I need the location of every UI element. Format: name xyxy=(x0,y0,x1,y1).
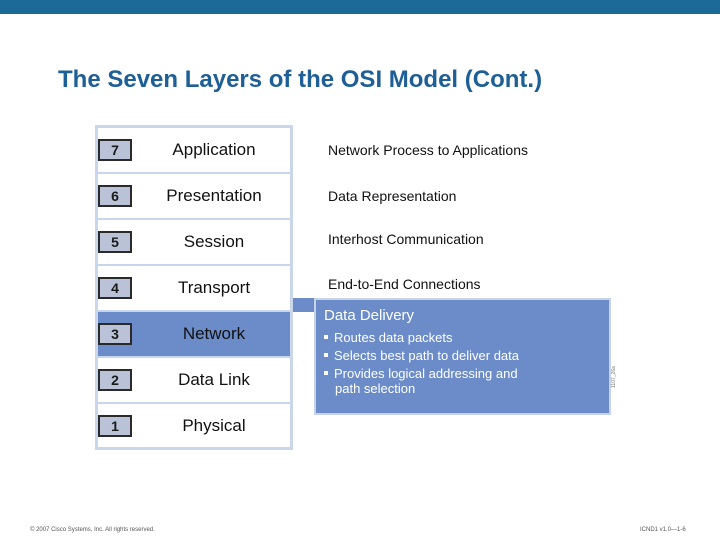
top-bar xyxy=(0,0,720,14)
layer-number-7: 7 xyxy=(98,139,132,161)
layer-number-2: 2 xyxy=(98,369,132,391)
layer-name-presentation: Presentation xyxy=(166,186,262,205)
network-layer-detail-box: Data Delivery Routes data packets Select… xyxy=(314,298,611,415)
highlight-connector xyxy=(293,298,315,312)
detail-box-title: Data Delivery xyxy=(324,307,415,324)
layer-name-network: Network xyxy=(182,324,246,343)
osi-layer-stack: 7 Application 6 Presentation 5 Session 4… xyxy=(95,125,293,450)
layer-name-physical: Physical xyxy=(182,416,246,435)
layer-row-2: 2 Data Link xyxy=(98,358,290,404)
layer-row-3-highlighted: 3 Network xyxy=(98,312,290,358)
layer-number-4: 4 xyxy=(98,277,132,299)
layer-row-7: 7 Application xyxy=(98,128,290,174)
description-session: Interhost Communication xyxy=(328,231,484,247)
detail-bullet-2: Selects best path to deliver data xyxy=(324,348,519,363)
description-application: Network Process to Applications xyxy=(328,142,528,158)
copyright-footer: © 2007 Cisco Systems, Inc. All rights re… xyxy=(30,527,155,533)
layer-name-data-link: Data Link xyxy=(178,370,250,389)
layer-name-transport: Transport xyxy=(177,278,251,297)
slide-title: The Seven Layers of the OSI Model (Cont.… xyxy=(58,66,543,93)
layer-number-5: 5 xyxy=(98,231,132,253)
layer-row-4: 4 Transport xyxy=(98,266,290,312)
figure-code: 1107_26a xyxy=(611,366,617,388)
slide-number-footer: ICND1 v1.0—1-6 xyxy=(640,527,686,533)
layer-name-session: Session xyxy=(183,232,245,251)
description-transport: End-to-End Connections xyxy=(328,276,481,292)
detail-bullet-3: Provides logical addressing and xyxy=(324,366,518,381)
layer-number-1: 1 xyxy=(98,415,132,437)
layer-row-5: 5 Session xyxy=(98,220,290,266)
layer-row-6: 6 Presentation xyxy=(98,174,290,220)
description-presentation: Data Representation xyxy=(328,188,457,204)
bullet-square-icon xyxy=(324,334,328,339)
layer-number-6: 6 xyxy=(98,185,132,207)
detail-bullet-1: Routes data packets xyxy=(324,330,453,345)
layer-number-3: 3 xyxy=(98,323,132,345)
layer-row-1: 1 Physical xyxy=(98,404,290,450)
bullet-square-icon xyxy=(324,370,328,375)
layer-name-application: Application xyxy=(172,140,256,159)
bullet-square-icon xyxy=(324,352,328,357)
detail-bullet-3-continuation: path selection xyxy=(335,381,416,396)
